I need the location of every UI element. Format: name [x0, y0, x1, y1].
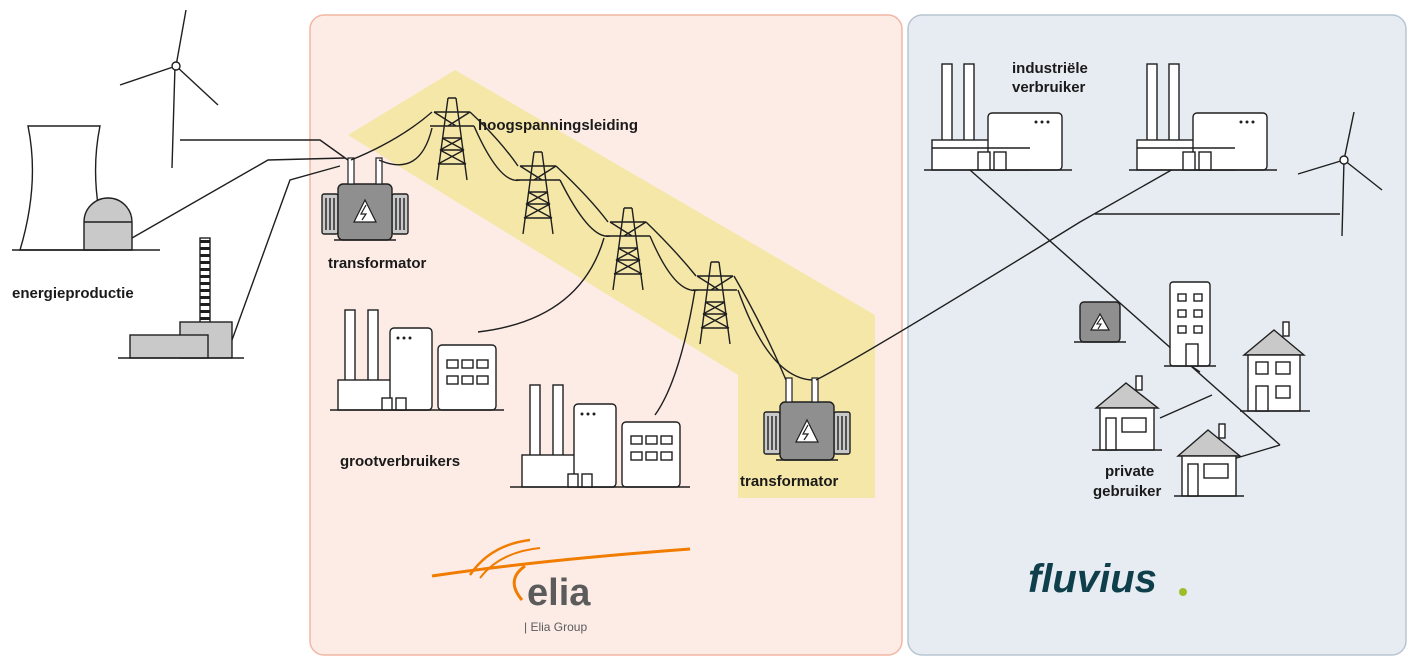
thermal-power-plant — [118, 237, 244, 359]
feed-line-wind — [180, 139, 349, 161]
label-industrial-consumer-line2: verbruiker — [1012, 79, 1086, 96]
elia-wordmark: elia — [527, 572, 591, 614]
wind-turbine-left — [119, 9, 219, 169]
transformer-bottom-icon — [763, 377, 851, 461]
house-middle — [1092, 375, 1162, 451]
fluvius-logo: fluvius — [1028, 557, 1187, 601]
feed-line-nuclear — [131, 157, 346, 239]
label-private-user-line1: private — [1105, 463, 1154, 480]
local-transformer-icon — [1074, 301, 1126, 343]
elia-logo: elia | Elia Group — [431, 538, 691, 634]
label-transformer-bottom: transformator — [740, 473, 839, 490]
distribution-lines — [969, 169, 1340, 461]
industrial-consumer-factory-2 — [1129, 63, 1277, 171]
label-private-user-line2: gebruiker — [1093, 483, 1162, 500]
high-voltage-highlight — [348, 70, 875, 498]
industrial-consumer-factory-1 — [924, 63, 1072, 171]
wind-turbine-right — [1297, 111, 1383, 237]
fluvius-wordmark: fluvius — [1028, 557, 1157, 601]
feed-line-thermal — [231, 165, 341, 341]
label-transformer-top: transformator — [328, 255, 427, 272]
pylon-2 — [516, 151, 560, 235]
label-industrial-consumer-line1: industriële — [1012, 60, 1088, 77]
transformer-top-icon — [321, 157, 409, 241]
apartment-building — [1164, 281, 1216, 367]
pylon-3 — [606, 207, 650, 291]
fluvius-dot — [1179, 588, 1187, 596]
nuclear-plant — [12, 125, 160, 251]
factory-large-consumer-2 — [510, 384, 690, 488]
large-consumer-line-2 — [654, 289, 696, 416]
label-energy-production: energieproductie — [12, 285, 134, 302]
large-consumer-line-1 — [477, 237, 605, 333]
house-bottom — [1174, 423, 1244, 497]
high-voltage-conductors — [350, 111, 815, 381]
distribution-main-line — [815, 167, 1176, 381]
house-tall — [1240, 321, 1310, 412]
label-high-voltage-line: hoogspanningsleiding — [478, 117, 638, 134]
elia-group-text: | Elia Group — [524, 620, 587, 634]
factory-large-consumer-1 — [330, 309, 504, 411]
label-large-consumers: grootverbruikers — [340, 453, 460, 470]
pylon-1 — [430, 97, 474, 181]
pylon-4 — [693, 261, 737, 345]
